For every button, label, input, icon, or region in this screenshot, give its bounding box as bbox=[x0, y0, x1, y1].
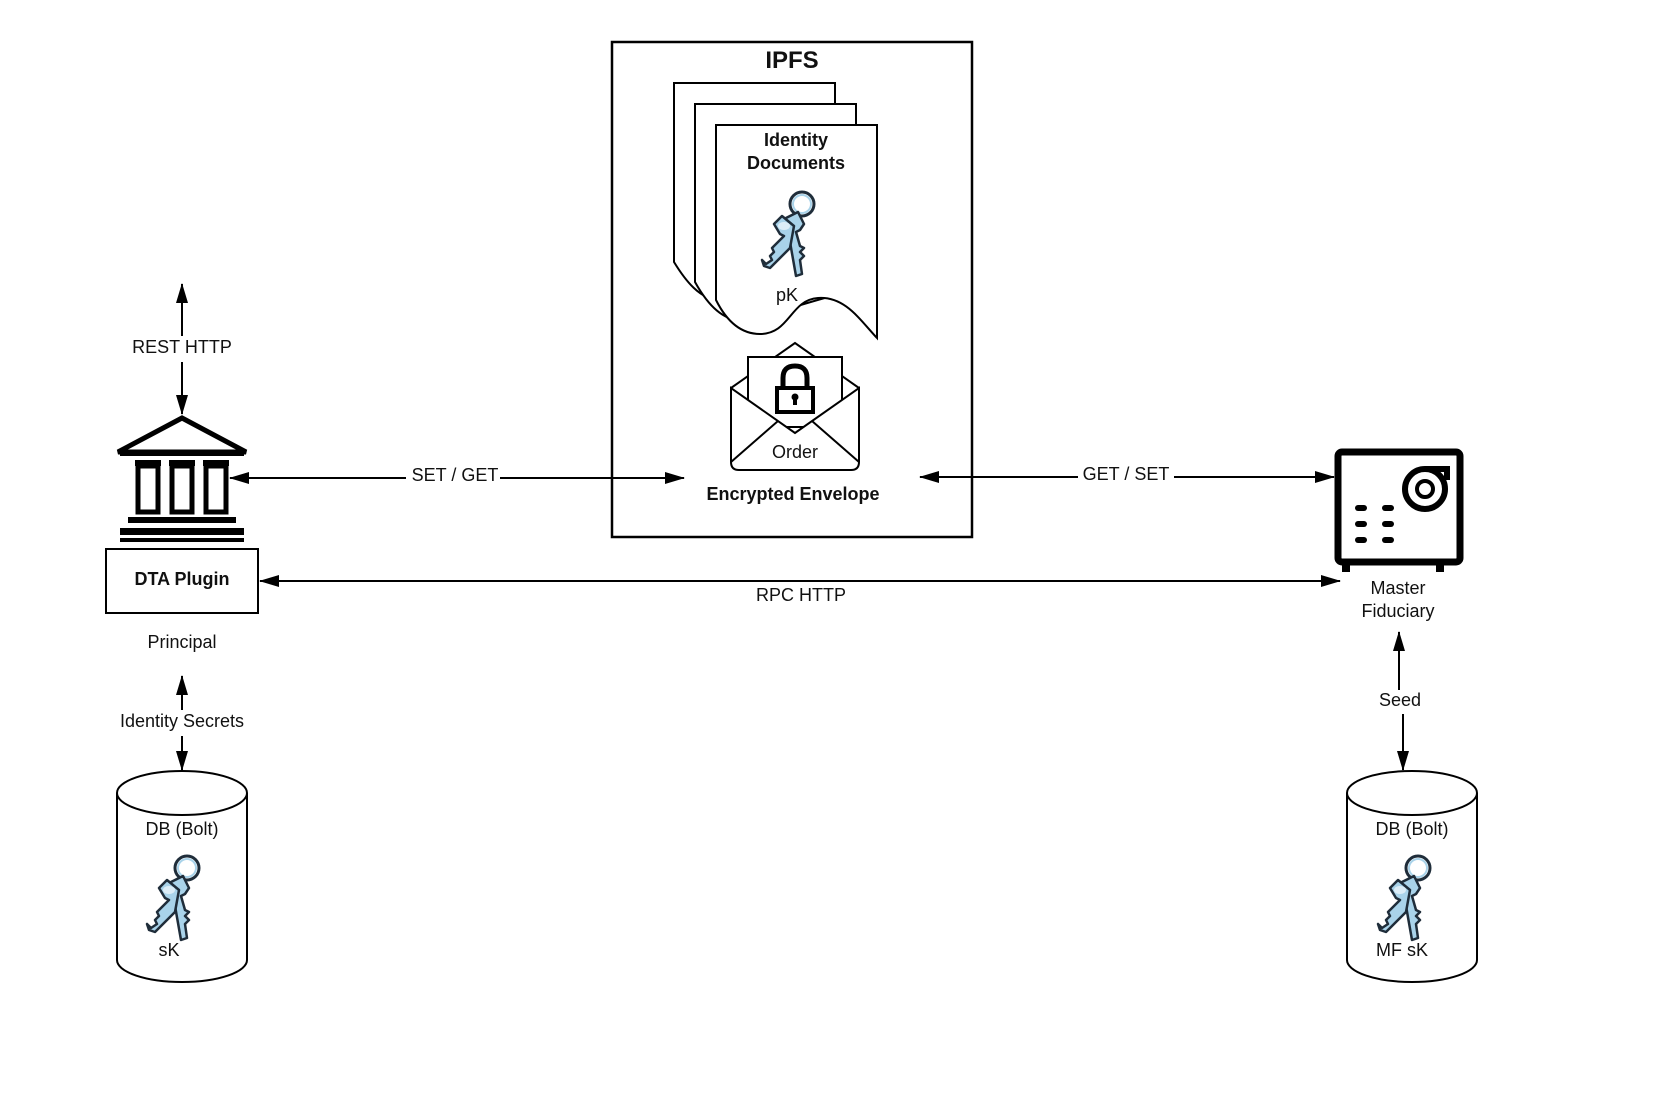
principal-column: REST HTTP DTA Plugin Principal Identity … bbox=[105, 283, 259, 983]
public-key-label: pK bbox=[776, 285, 798, 305]
fiduciary-label-1: Master bbox=[1370, 578, 1425, 598]
envelope-order-label: Order bbox=[772, 442, 818, 462]
rpc-http-label: RPC HTTP bbox=[756, 585, 846, 605]
ipfs-title: IPFS bbox=[765, 47, 818, 74]
get-set-label: GET / SET bbox=[1083, 464, 1170, 484]
seed-label: Seed bbox=[1379, 690, 1421, 710]
lock-icon bbox=[775, 363, 815, 414]
fiduciary-key-label: MF sK bbox=[1376, 940, 1428, 960]
rest-http-label: REST HTTP bbox=[132, 337, 232, 357]
bank-icon bbox=[116, 415, 248, 542]
document-stack-icon bbox=[673, 82, 878, 341]
encrypted-envelope-label: Encrypted Envelope bbox=[706, 484, 879, 504]
identity-documents-label-1: Identity bbox=[764, 130, 828, 150]
dta-plugin-box bbox=[105, 548, 259, 614]
fiduciary-db-label: DB (Bolt) bbox=[1375, 819, 1448, 839]
ipfs-container: IPFS Identity Documents pK Order Encrypt… bbox=[610, 40, 974, 539]
principal-db-label: DB (Bolt) bbox=[145, 819, 218, 839]
fiduciary-label-2: Fiduciary bbox=[1361, 601, 1434, 621]
principal-label: Principal bbox=[147, 632, 216, 652]
envelope-icon bbox=[730, 341, 860, 471]
connections: SET / GET GET / SET RPC HTTP bbox=[229, 464, 1341, 605]
dta-plugin-label: DTA Plugin bbox=[135, 569, 230, 589]
safe-icon bbox=[1334, 448, 1464, 572]
identity-secrets-label: Identity Secrets bbox=[120, 711, 244, 731]
identity-documents-label-2: Documents bbox=[747, 153, 845, 173]
principal-key-label: sK bbox=[158, 940, 179, 960]
set-get-label: SET / GET bbox=[412, 465, 499, 485]
fiduciary-column: Master Fiduciary Seed DB (Bolt) MF sK bbox=[1334, 448, 1478, 983]
